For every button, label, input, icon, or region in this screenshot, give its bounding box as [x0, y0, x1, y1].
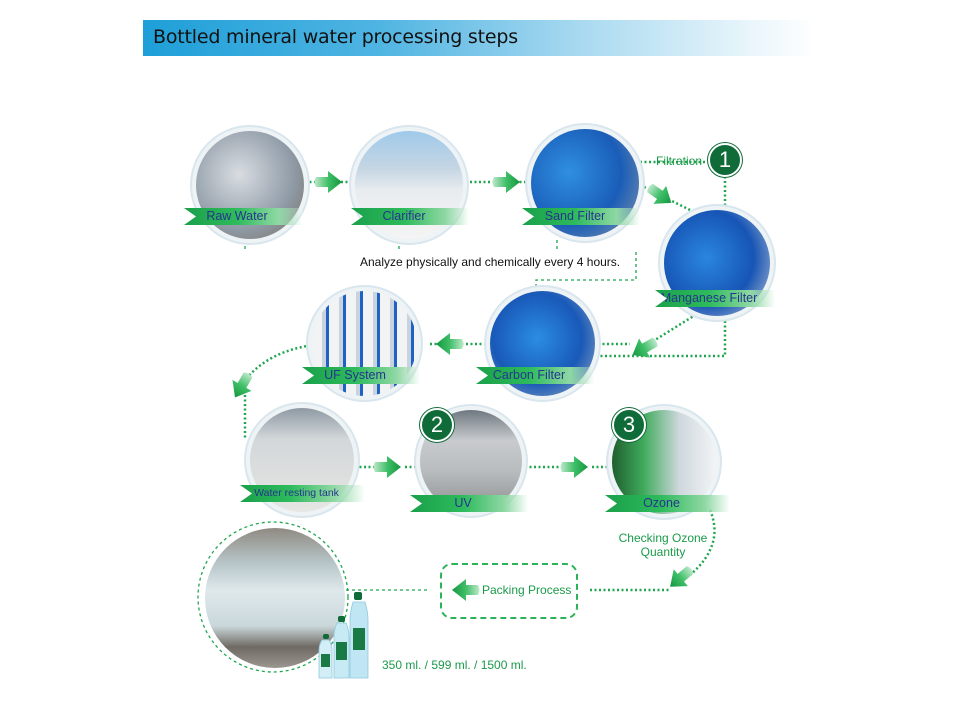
analyze-note: Analyze physically and chemically every … [360, 255, 621, 269]
step-label: Clarifier [382, 209, 426, 223]
step-label: UV [454, 496, 472, 510]
bottles-illustration [318, 592, 369, 679]
arrow-clarifier-sand [492, 171, 520, 193]
step-label: UF System [324, 368, 386, 382]
ribbon-carbon-filter: Carbon Filter [476, 367, 594, 384]
bottling-photo-ring [197, 521, 349, 673]
step-label: Carbon Filter [492, 368, 566, 382]
arrow-tank-uv [373, 456, 401, 478]
packing-process-label: Packing Process [482, 583, 572, 597]
connector-analyze [535, 252, 637, 288]
step-label: Water resting tank Product [254, 487, 339, 499]
bottle-sizes-label: 350 ml. / 599 ml. / 1500 ml. [382, 658, 527, 672]
ribbon-manganese-filter: Manganese Filter [655, 290, 775, 307]
arrow-sand-manganese [642, 178, 678, 212]
filtration-label: Filtration [656, 154, 703, 168]
connector-manganese-carbon [654, 310, 701, 342]
ribbon-clarifier: Clarifier [351, 208, 469, 225]
checking-ozone-line2: Quantity [640, 545, 686, 559]
ribbon-sand-filter: Sand Filter [522, 208, 640, 225]
step-label: Manganese Filter [660, 291, 758, 305]
checking-ozone-line1: Checking Ozone [618, 531, 708, 545]
checking-ozone-label: Checking Ozone Quantity [608, 531, 718, 559]
page-title: Bottled mineral water processing steps [153, 26, 518, 48]
packing-process-box: Packing Process [440, 563, 578, 619]
ribbon-uv: UV [410, 495, 528, 512]
arrow-uv-ozone [560, 456, 588, 478]
step-label: Raw Water [206, 209, 268, 223]
connector-uf-curve [244, 343, 316, 381]
bottle-350ml [318, 634, 333, 679]
arrow-uf-tank [225, 368, 259, 404]
ribbon-uf-system: UF System [302, 367, 420, 384]
ribbon-resting-tank: Water resting tank Product [240, 485, 365, 502]
bottle-599ml [333, 616, 350, 679]
connector-manganese-loop [598, 312, 727, 358]
title-bar: Bottled mineral water processing steps [143, 20, 815, 56]
arrow-carbon-uf [436, 333, 464, 355]
badge-2: 2 [420, 408, 454, 442]
ribbon-ozone: Ozone [605, 495, 730, 512]
arrow-manganese-carbon [626, 331, 662, 365]
badge-1: 1 [708, 143, 742, 177]
step-label: Sand Filter [544, 209, 606, 223]
ribbon-raw-water: Raw Water [184, 208, 302, 225]
step-label: Ozone [643, 496, 680, 510]
arrow-raw-clarifier [314, 171, 342, 193]
bottle-1500ml [349, 592, 369, 679]
badge-3: 3 [612, 408, 646, 442]
